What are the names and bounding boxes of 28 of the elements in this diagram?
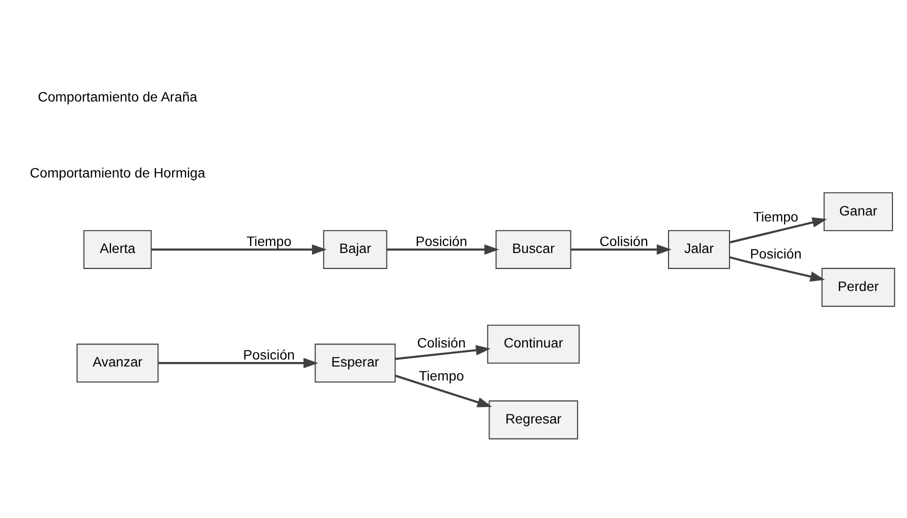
node-box: Regresar [488, 400, 578, 440]
node-box: Ganar [824, 192, 893, 232]
edge-label: Tiempo [418, 368, 464, 384]
node-box: Buscar [496, 230, 572, 269]
edge-label: Colisión [600, 234, 648, 249]
node-box: Perder [822, 268, 896, 307]
node-box: Avanzar [76, 344, 159, 383]
arrow [395, 345, 491, 360]
arrow [570, 244, 672, 255]
node-box: Alerta [83, 230, 152, 269]
edge-label: Posición [416, 234, 468, 249]
arrow [386, 244, 500, 255]
arrow [151, 244, 327, 255]
arrow [158, 358, 318, 368]
edge-label: Posición [243, 347, 295, 362]
arrow [729, 217, 828, 244]
edge-label: Tiempo [753, 210, 798, 225]
label: Comportamiento de Hormiga [30, 165, 206, 180]
node-box: Jalar [668, 230, 730, 269]
arrow [729, 256, 826, 282]
edge-label: Posición [750, 246, 802, 262]
edge-label: Colisión [417, 336, 466, 351]
node-box: Esperar [314, 344, 396, 383]
node-box: Bajar [323, 230, 388, 269]
arrow [395, 374, 492, 408]
edge-label: Tiempo [246, 234, 292, 249]
label: Comportamiento de Araña [38, 90, 198, 105]
node-box: Continuar [487, 324, 580, 364]
